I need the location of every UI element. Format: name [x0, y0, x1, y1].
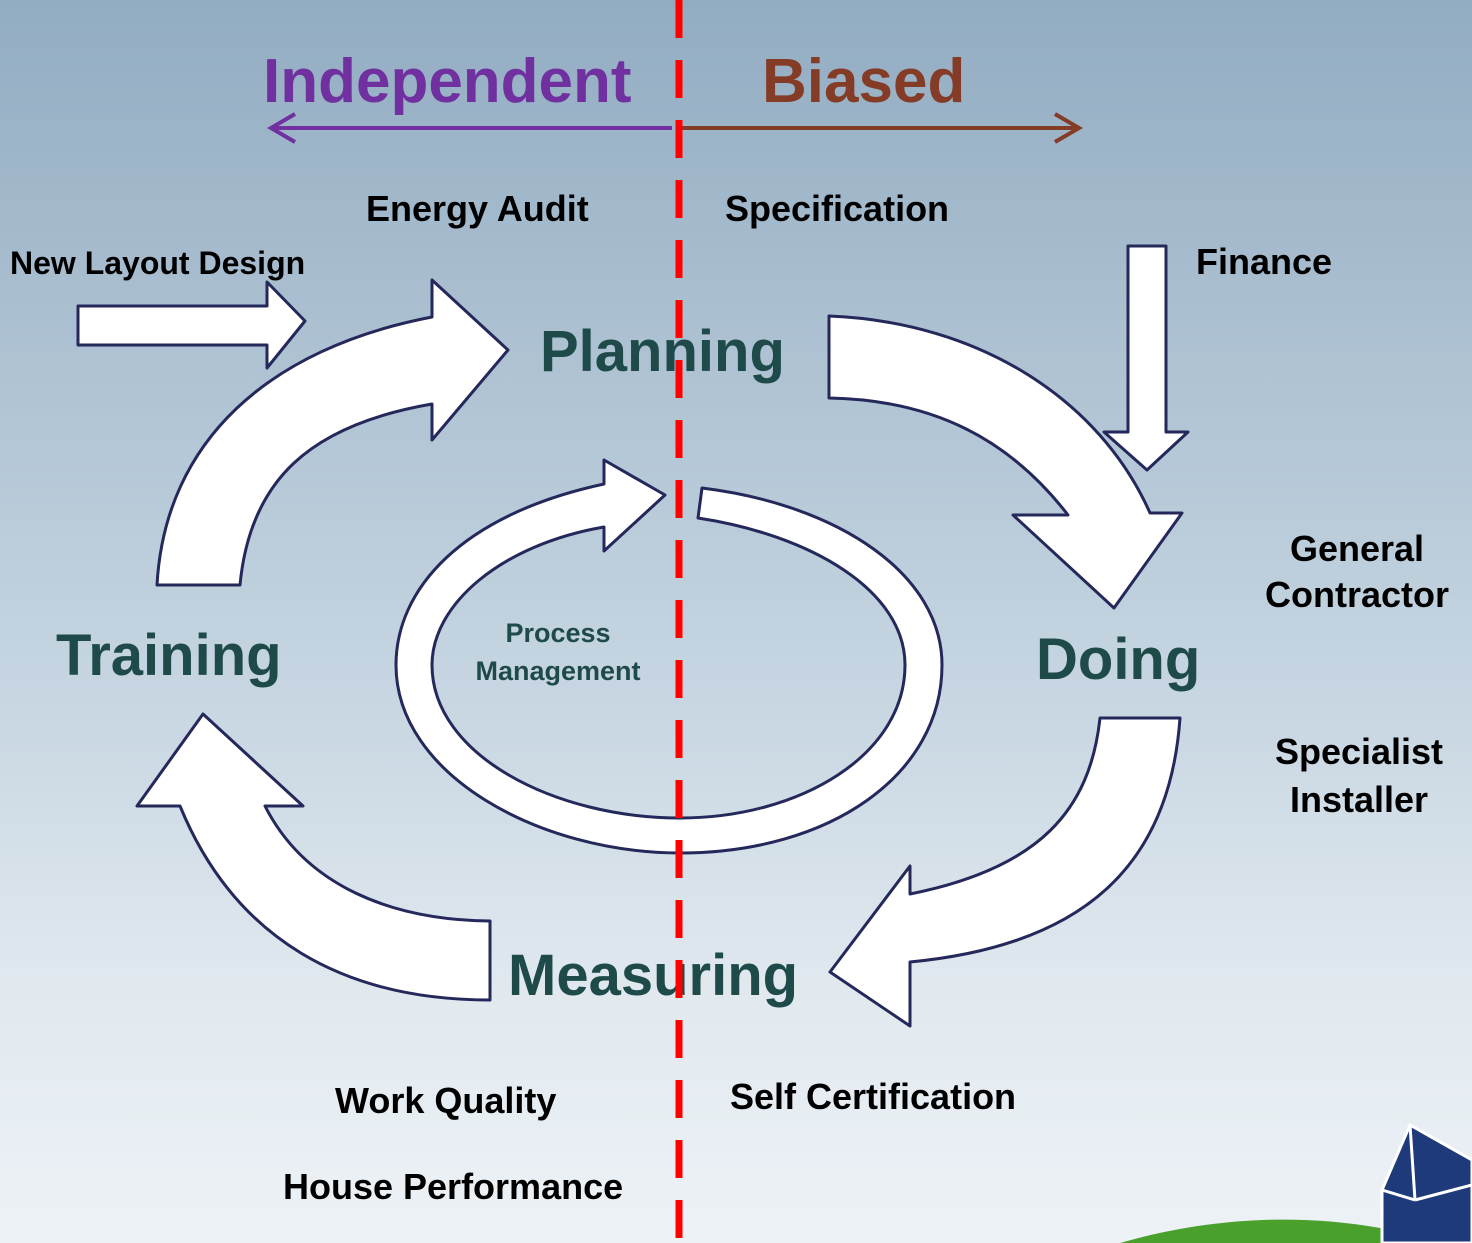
arrow-doing-to-measuring	[828, 716, 1182, 1028]
work-quality-label: Work Quality	[335, 1080, 557, 1121]
process-label: Process	[505, 618, 611, 648]
arrow-training-to-planning	[155, 278, 510, 587]
energy-audit-label: Energy Audit	[366, 188, 589, 229]
stage-doing: Doing	[1036, 627, 1201, 692]
biased-label: Biased	[762, 47, 966, 116]
biased-arrow	[676, 112, 1083, 144]
contractor-label: Contractor	[1264, 574, 1449, 615]
installer-label: Installer	[1289, 779, 1429, 820]
self-certification-label: Self Certification	[730, 1076, 1017, 1117]
house-performance-label: House Performance	[283, 1166, 624, 1207]
finance-label: Finance	[1196, 241, 1333, 282]
independent-arrow	[267, 112, 672, 144]
arrow-planning-to-doing	[827, 314, 1184, 610]
stage-training: Training	[56, 623, 282, 688]
new-layout-design-label: New Layout Design	[10, 245, 306, 281]
management-label: Management	[475, 656, 641, 686]
new-layout-input-arrow	[76, 280, 307, 370]
finance-input-arrow	[1102, 244, 1190, 472]
specification-label: Specification	[725, 188, 950, 229]
process-management-label: Process Management	[458, 614, 658, 690]
specialist-installer-label: Specialist Installer	[1254, 728, 1464, 824]
general-label: General	[1289, 528, 1425, 569]
logo	[1120, 1122, 1472, 1243]
stage-measuring: Measuring	[508, 943, 799, 1008]
process-ring-arrow	[394, 458, 944, 855]
general-contractor-label: General Contractor	[1252, 526, 1462, 618]
arrow-measuring-to-training	[135, 712, 492, 1002]
specialist-label: Specialist	[1274, 731, 1444, 772]
stage-planning: Planning	[540, 319, 785, 384]
independent-label: Independent	[263, 47, 632, 116]
